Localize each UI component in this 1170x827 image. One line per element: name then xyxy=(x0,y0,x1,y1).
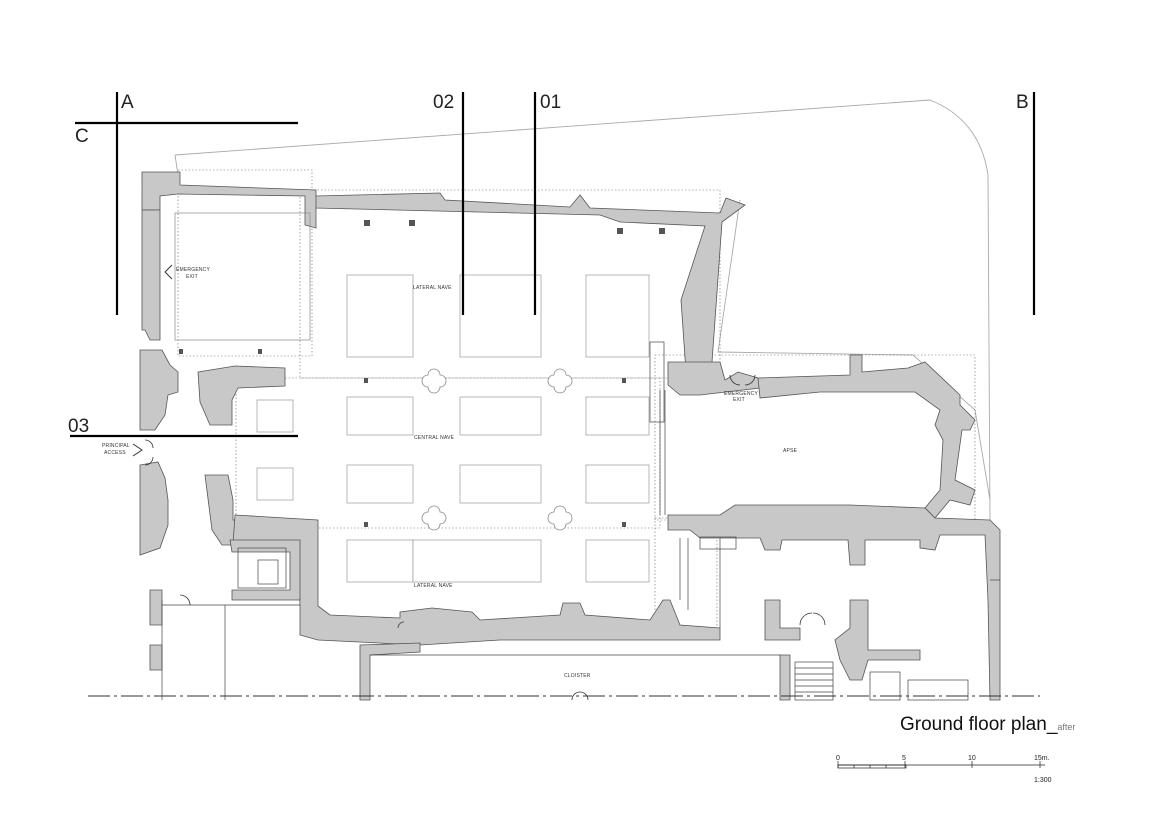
thin-lines xyxy=(161,341,1000,701)
emergency-exit-east-line2: EXIT xyxy=(733,397,745,403)
section-label-02: 02 xyxy=(433,92,454,113)
section-lines xyxy=(70,92,1036,438)
principal-access-arrow xyxy=(132,443,143,457)
scale-tick-15m: 15m. xyxy=(1034,755,1050,762)
apse-south-wall xyxy=(667,504,1001,701)
apse-site-boundary xyxy=(717,199,991,501)
nave-piers xyxy=(421,368,573,531)
sacristy-wall xyxy=(764,599,921,701)
scale-tick-10: 10 xyxy=(968,755,976,762)
scale-bar xyxy=(837,761,1045,769)
apse-north-wall xyxy=(757,354,976,519)
scale-tick-5: 5 xyxy=(902,755,906,762)
north-wall xyxy=(314,192,746,373)
emergency-exit-east-line1: EMERGENCY xyxy=(724,391,758,397)
room-label-lateral-nave-south: LATERAL NAVE xyxy=(414,583,453,589)
section-label-B: B xyxy=(1016,92,1029,113)
room-label-apse: APSE xyxy=(783,448,798,454)
stair-wall xyxy=(229,539,301,601)
scale-tick-0: 0 xyxy=(836,755,840,762)
scale-ratio: 1:300 xyxy=(1034,777,1052,784)
west-wall-lower xyxy=(149,589,163,671)
room-label-central-nave: CENTRAL NAVE xyxy=(414,435,455,441)
column-bases xyxy=(179,220,665,527)
emergency-exit-west-line1: EMERGENCY xyxy=(176,267,210,273)
room-label-lateral-nave-north: LATERAL NAVE xyxy=(413,285,452,291)
section-label-03: 03 xyxy=(68,416,89,437)
south-wall xyxy=(232,514,721,646)
emergency-exit-west-line2: EXIT xyxy=(186,274,198,280)
west-pillar-mid xyxy=(197,365,286,426)
room-label-cloister: CLOISTER xyxy=(564,673,591,679)
plan-title: Ground floor plan_after xyxy=(900,714,1075,735)
doors xyxy=(144,374,826,701)
section-label-C: C xyxy=(75,126,89,147)
principal-access-line2: ACCESS xyxy=(104,450,126,456)
emergency-room-outline xyxy=(174,212,311,341)
walls xyxy=(139,171,1001,701)
section-label-01: 01 xyxy=(540,92,561,113)
cloister-north-wall xyxy=(359,642,421,701)
section-label-A: A xyxy=(121,92,134,113)
west-pillar-south xyxy=(139,461,169,556)
principal-access-line1: PRINCIPAL xyxy=(102,443,130,449)
west-tower-wall xyxy=(141,171,317,229)
emergency-exit-arrow-west xyxy=(164,264,173,280)
west-pillar-north xyxy=(139,349,179,431)
west-wall-upper xyxy=(141,209,161,341)
nave-bays xyxy=(256,274,650,583)
site-boundary xyxy=(174,99,991,521)
